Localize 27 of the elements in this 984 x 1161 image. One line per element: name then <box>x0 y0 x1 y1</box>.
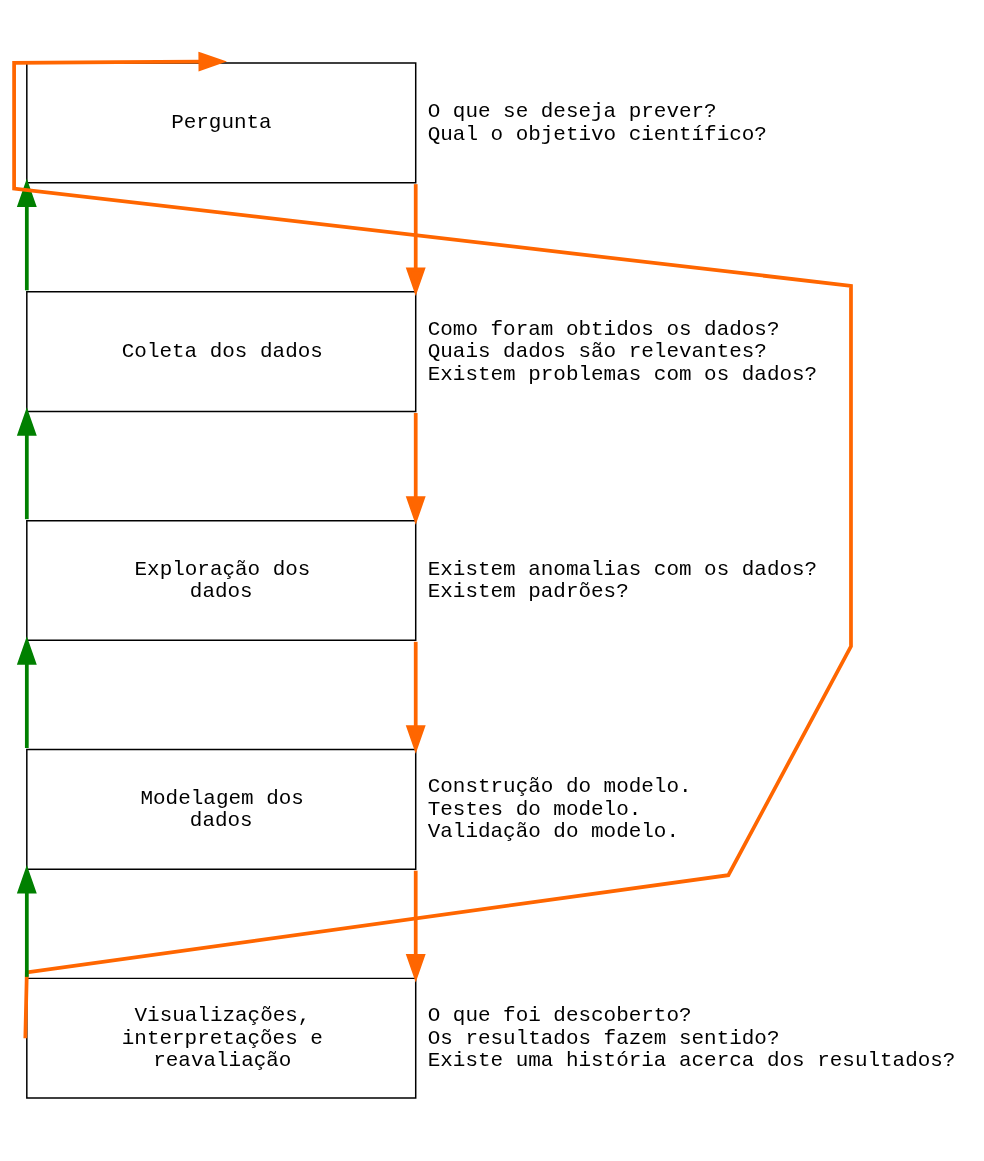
node-label: Como foram obtidos os dados? <box>427 317 780 341</box>
node-box: Visualizações, interpretações e reavaliação <box>26 977 417 1099</box>
arrow <box>16 178 37 291</box>
node-label: Existem problemas com os dados? <box>427 362 818 386</box>
node-label: O que foi descoberto? <box>427 1004 692 1028</box>
arrow <box>405 641 426 754</box>
node-label: Quais dados são relevantes? <box>427 340 767 364</box>
node-label: O que se deseja prever? <box>427 100 717 124</box>
arrow <box>405 412 426 525</box>
arrow <box>16 636 37 749</box>
arrow <box>16 865 37 977</box>
node-box: Pergunta <box>26 62 417 184</box>
node-label: Validação do modelo. <box>427 820 679 844</box>
node-label: Existem padrões? <box>427 580 629 604</box>
node-box: Modelagem dos dados <box>26 748 417 870</box>
node-label: Qual o objetivo científico? <box>427 122 767 146</box>
arrow <box>405 870 426 983</box>
node-label: Construção do modelo. <box>427 775 692 799</box>
node-box: Coleta dos dados <box>26 291 417 413</box>
arrow <box>12 51 853 1039</box>
arrow <box>16 407 37 520</box>
node-label: Existem anomalias com os dados? <box>427 557 818 581</box>
node-box: Exploração dos dados <box>26 519 417 642</box>
arrow <box>405 184 426 296</box>
node-label: Existe uma história acerca dos resultados? <box>427 1049 956 1073</box>
node-label: Testes do modelo. <box>427 797 642 821</box>
node-label: Os resultados fazem sentido? <box>427 1026 780 1050</box>
